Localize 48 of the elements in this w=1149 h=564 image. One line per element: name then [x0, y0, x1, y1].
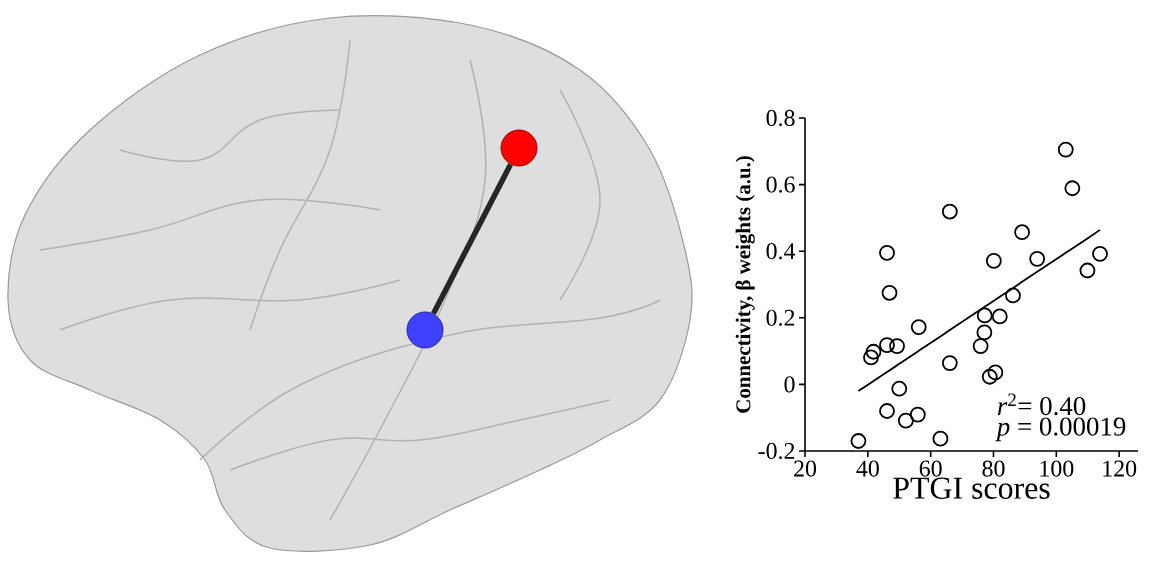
point: [863, 349, 879, 366]
point: [879, 403, 895, 419]
point: [1057, 141, 1074, 158]
statistic-text: p = 0.00019: [995, 417, 1126, 442]
x-tick-label: 60: [919, 460, 942, 477]
point: [985, 252, 1002, 269]
axis-title: PTGI scores: [893, 477, 1050, 499]
y-tick-label: 0.6: [766, 176, 795, 193]
point: [910, 319, 927, 336]
x-tick-label: 40: [856, 460, 879, 477]
point: [1029, 250, 1046, 267]
sphere: [500, 129, 538, 167]
y-tick-label: 0.4: [766, 243, 796, 260]
point: [991, 308, 1008, 325]
sphere: [406, 311, 444, 349]
point: [1014, 224, 1030, 241]
point: [941, 355, 958, 371]
point: [981, 368, 998, 385]
point: [976, 324, 993, 341]
point: [972, 338, 989, 354]
point: [987, 364, 1004, 381]
point: [879, 244, 895, 261]
point: [976, 307, 993, 324]
point: [889, 338, 905, 354]
x-tick-label: 100: [1040, 460, 1074, 477]
x-tick-label: 20: [794, 460, 817, 477]
y-tick-label: 0.2: [766, 309, 795, 326]
y-tick-label: 0: [784, 376, 795, 393]
x-tick-label: 120: [1103, 460, 1137, 477]
axis-title: Connectivity, β weights (a.u.): [735, 156, 755, 413]
y-tick-label: -0.2: [758, 442, 795, 460]
y-tick-label: 0.8: [766, 109, 795, 127]
point: [909, 406, 926, 423]
x-tick-label: 80: [982, 460, 1005, 477]
point: [850, 433, 867, 449]
point: [932, 430, 949, 447]
point: [1092, 245, 1108, 262]
point: [881, 284, 898, 301]
point: [1064, 180, 1081, 197]
point: [865, 343, 882, 360]
point: [941, 203, 958, 220]
connection-line: [431, 163, 513, 315]
point: [879, 337, 895, 353]
point: [1079, 262, 1096, 279]
point: [1005, 287, 1021, 304]
point: [897, 412, 914, 429]
statistic-text: r$^{2}$= 0.40: [997, 393, 1086, 416]
point: [891, 380, 908, 397]
